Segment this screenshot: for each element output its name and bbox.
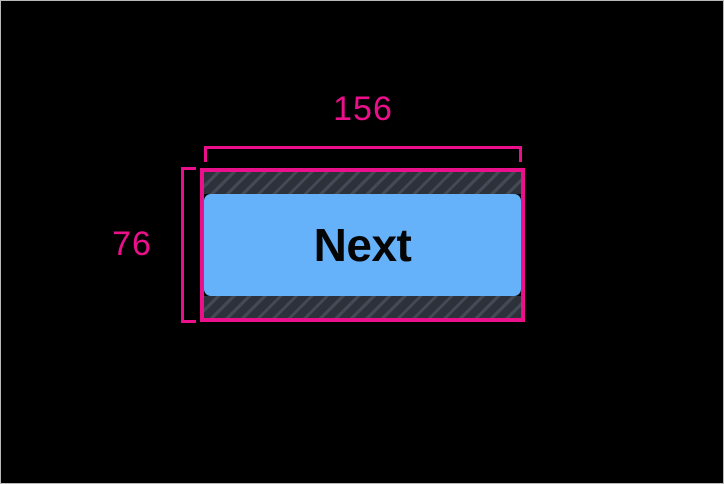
width-bracket-rule	[204, 146, 522, 149]
height-dimension-label: 76	[112, 225, 152, 263]
height-bracket-cap-top	[181, 167, 196, 170]
next-button[interactable]: Next	[204, 194, 521, 296]
height-bracket-cap-bottom	[181, 320, 196, 323]
element-box-model: Next	[204, 172, 521, 318]
next-button-label: Next	[313, 219, 412, 271]
spacing-band-bottom-icon	[204, 296, 521, 318]
inspected-element-region[interactable]: Next	[200, 168, 525, 322]
width-bracket-cap-right	[519, 146, 522, 162]
spacing-band-top-icon	[204, 172, 521, 194]
height-dimension-bracket	[181, 167, 199, 323]
width-bracket-cap-left	[204, 146, 207, 162]
width-dimension-bracket	[204, 146, 522, 164]
width-dimension-label: 156	[333, 90, 393, 128]
height-bracket-rule	[181, 167, 184, 323]
